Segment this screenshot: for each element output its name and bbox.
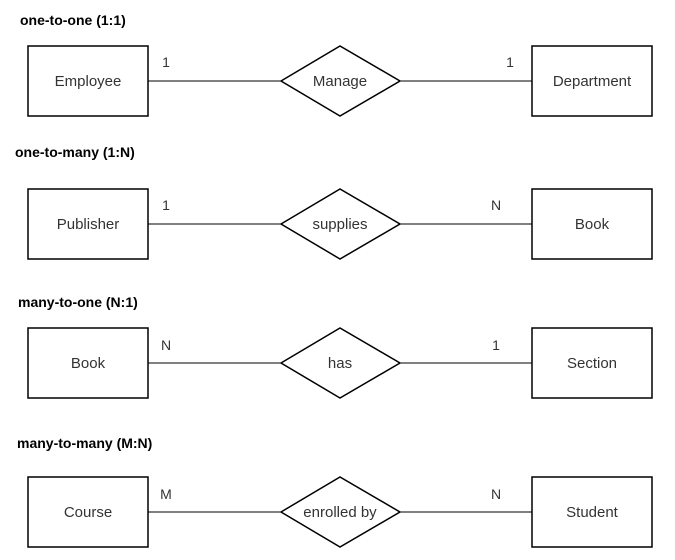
- relationship-diamond: [279, 476, 402, 548]
- cardinality-right: N: [491, 486, 501, 502]
- relationship-label: supplies: [312, 216, 367, 233]
- relationship-diamond: [279, 188, 402, 260]
- row-heading: many-to-one (N:1): [18, 294, 138, 310]
- cardinality-left: N: [161, 337, 171, 353]
- relationship-row-many-to-many: many-to-many (M:N) Course enrolled by St…: [17, 435, 653, 548]
- entity-label-right: Department: [553, 73, 632, 90]
- relationship-row-one-to-many: one-to-many (1:N) Publisher supplies Boo…: [15, 144, 653, 260]
- relationship-label: enrolled by: [303, 504, 377, 521]
- entity-label-right: Book: [575, 216, 610, 233]
- entity-label-right: Section: [567, 355, 617, 372]
- relationship-label: Manage: [313, 73, 367, 90]
- entity-box-right: [531, 327, 653, 399]
- row-heading: one-to-one (1:1): [20, 12, 126, 28]
- entity-label-left: Publisher: [57, 216, 120, 233]
- entity-box-right: [531, 476, 653, 548]
- cardinality-right: 1: [506, 54, 514, 70]
- entity-box-left: [27, 476, 149, 548]
- row-heading: many-to-many (M:N): [17, 435, 152, 451]
- cardinality-right: 1: [492, 337, 500, 353]
- entity-box-left: [27, 327, 149, 399]
- entity-box-left: [27, 45, 149, 117]
- cardinality-left: M: [160, 486, 172, 502]
- entity-label-left: Course: [64, 504, 112, 521]
- entity-label-left: Book: [71, 355, 106, 372]
- cardinality-left: 1: [162, 54, 170, 70]
- relationship-diamond: [279, 45, 402, 117]
- relationship-row-one-to-one: one-to-one (1:1) Employee Manage Departm…: [20, 12, 653, 117]
- entity-box-left: [27, 188, 149, 260]
- cardinality-left: 1: [162, 197, 170, 213]
- entity-box-right: [531, 45, 653, 117]
- entity-label-left: Employee: [55, 73, 122, 90]
- relationship-diamond: [279, 327, 402, 399]
- relationship-row-many-to-one: many-to-one (N:1) Book has Section N 1: [18, 294, 653, 399]
- entity-label-right: Student: [566, 504, 619, 521]
- row-heading: one-to-many (1:N): [15, 144, 135, 160]
- entity-box-right: [531, 188, 653, 260]
- cardinality-right: N: [491, 197, 501, 213]
- relationship-label: has: [328, 355, 352, 372]
